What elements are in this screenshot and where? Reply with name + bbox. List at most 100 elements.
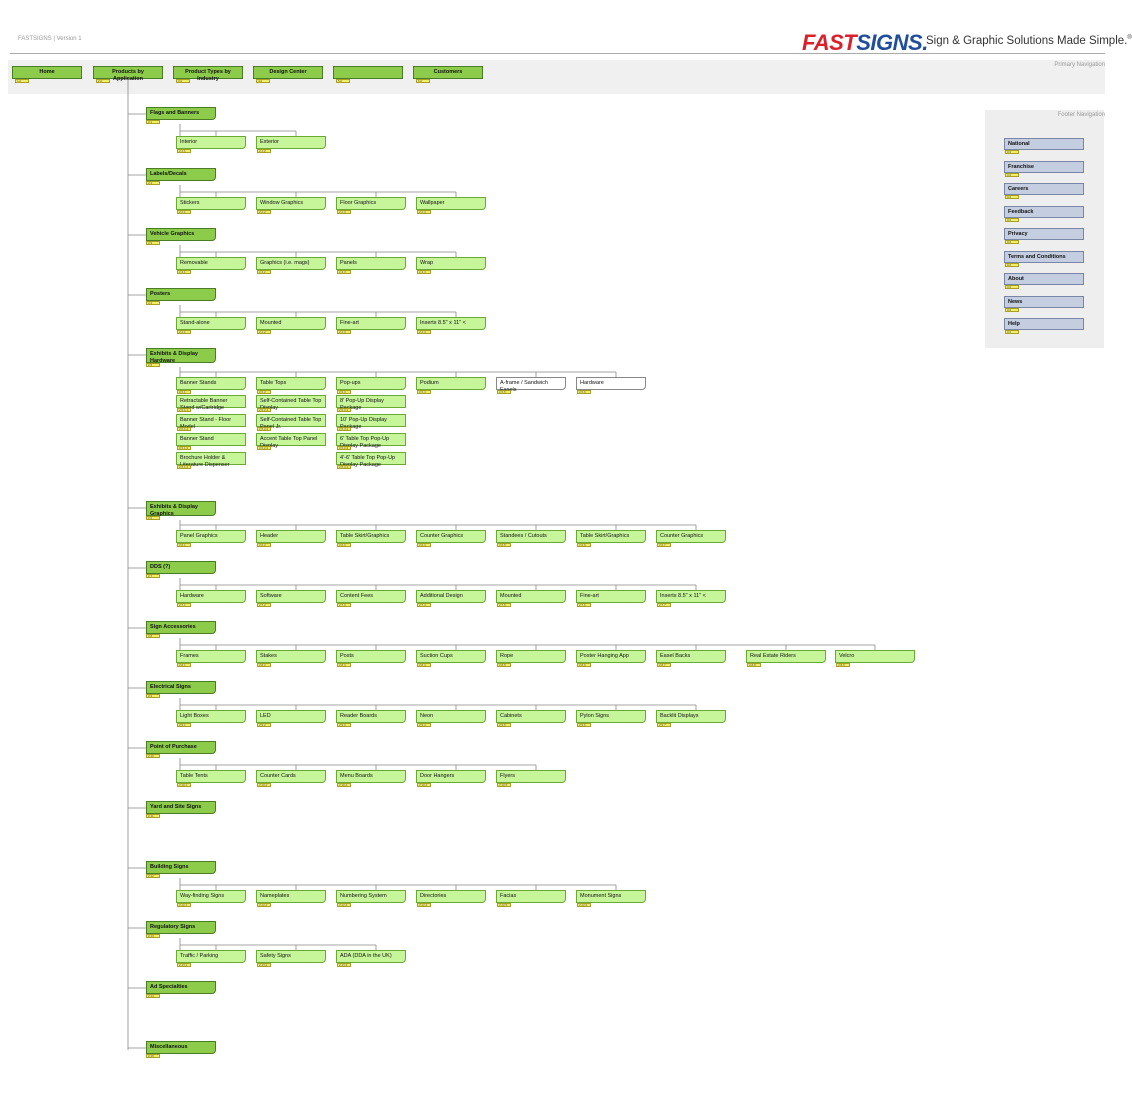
- child-item-box[interactable]: Suction Cups: [416, 650, 486, 663]
- child-item-box[interactable]: Numbering System: [336, 890, 406, 903]
- section-box[interactable]: Miscellaneous: [146, 1041, 216, 1054]
- child-item-box[interactable]: Content Fees: [336, 590, 406, 603]
- child-item-box[interactable]: Window Graphics: [256, 197, 326, 210]
- child-item-box[interactable]: Fine-art: [336, 317, 406, 330]
- child-item-box[interactable]: Stand-alone: [176, 317, 246, 330]
- section-box[interactable]: Point of Purchase: [146, 741, 216, 754]
- section-box[interactable]: Yard and Site Signs: [146, 801, 216, 814]
- primary-nav-item[interactable]: Design Center: [253, 66, 323, 79]
- child-item-box[interactable]: Counter Graphics: [656, 530, 726, 543]
- child-item-box[interactable]: Table Skirt/Graphics: [576, 530, 646, 543]
- child-item-box[interactable]: Way-finding Signs: [176, 890, 246, 903]
- child-item-box[interactable]: Safety Signs: [256, 950, 326, 963]
- child-item-box[interactable]: Interior: [176, 136, 246, 149]
- child-item-box[interactable]: Menu Boards: [336, 770, 406, 783]
- sub-item-box[interactable]: Retractable Banner Stand w/Cartridge: [176, 395, 246, 411]
- sub-item-box[interactable]: 8' Pop-Up Display Package: [336, 395, 406, 411]
- child-item-box[interactable]: Panel Graphics: [176, 530, 246, 543]
- child-item-box[interactable]: Stakes: [256, 650, 326, 663]
- child-item-box[interactable]: Table Tents: [176, 770, 246, 783]
- child-item-box[interactable]: Banner Stands: [176, 377, 246, 390]
- child-item-box[interactable]: Table Skirt/Graphics: [336, 530, 406, 543]
- section-box[interactable]: Regulatory Signs: [146, 921, 216, 934]
- child-item-box[interactable]: Removable: [176, 257, 246, 270]
- child-item-box[interactable]: Inserts 8.5" x 11" <: [416, 317, 486, 330]
- section-box[interactable]: Electrical Signs: [146, 681, 216, 694]
- primary-nav-item[interactable]: Product Types by Industry: [173, 66, 243, 82]
- child-item-box[interactable]: Pylon Signs: [576, 710, 646, 723]
- sub-item-box[interactable]: Brochure Holder & Literature Dispenser: [176, 452, 246, 468]
- child-item-box[interactable]: Poster Hanging App: [576, 650, 646, 663]
- footer-nav-item[interactable]: Terms and Conditions: [1004, 250, 1084, 263]
- section-box[interactable]: Vehicle Graphics: [146, 228, 216, 241]
- child-item-box[interactable]: Frames: [176, 650, 246, 663]
- footer-nav-item[interactable]: Help: [1004, 318, 1084, 330]
- child-item-box[interactable]: Software: [256, 590, 326, 603]
- footer-nav-item[interactable]: Franchise: [1004, 160, 1084, 173]
- child-item-box[interactable]: Real Estate Riders: [746, 650, 826, 663]
- primary-nav-item[interactable]: Products by Application: [93, 66, 163, 82]
- sub-item-box[interactable]: 6' Table Top Pop-Up Display Package: [336, 433, 406, 449]
- sub-item-box[interactable]: Self-Contained Table Top Display: [256, 395, 326, 411]
- section-box[interactable]: DDS (?): [146, 561, 216, 574]
- child-item-box[interactable]: Floor Graphics: [336, 197, 406, 210]
- child-item-box[interactable]: Flyers: [496, 770, 566, 783]
- footer-nav-item[interactable]: Privacy: [1004, 228, 1084, 240]
- child-item-box[interactable]: Additional Design: [416, 590, 486, 603]
- primary-nav-item[interactable]: [333, 66, 403, 79]
- child-item-box[interactable]: Traffic / Parking: [176, 950, 246, 963]
- footer-nav-item[interactable]: News: [1004, 295, 1084, 308]
- child-item-box[interactable]: Podium: [416, 377, 486, 390]
- sub-item-box[interactable]: Accent Table Top Panel Display: [256, 433, 326, 449]
- sub-item-box[interactable]: Self-Contained Table Top Panel Jr.: [256, 414, 326, 430]
- footer-nav-item[interactable]: About: [1004, 273, 1084, 285]
- child-item-box[interactable]: Counter Cards: [256, 770, 326, 783]
- child-item-box[interactable]: Fine-art: [576, 590, 646, 603]
- footer-nav-item[interactable]: Careers: [1004, 183, 1084, 195]
- child-item-box[interactable]: Inserts 8.5" x 11" <: [656, 590, 726, 603]
- child-item-box[interactable]: Cabinets: [496, 710, 566, 723]
- child-item-box[interactable]: Header: [256, 530, 326, 543]
- child-item-box[interactable]: Wrap: [416, 257, 486, 270]
- child-item-box[interactable]: Reader Boards: [336, 710, 406, 723]
- child-item-box[interactable]: Table Tops: [256, 377, 326, 390]
- child-item-box[interactable]: Nameplates: [256, 890, 326, 903]
- child-item-box[interactable]: Mounted: [256, 317, 326, 330]
- child-item-box[interactable]: Monument Signs: [576, 890, 646, 903]
- section-box[interactable]: Sign Accessories: [146, 621, 216, 634]
- child-item-box[interactable]: Door Hangers: [416, 770, 486, 783]
- primary-nav-item[interactable]: Customers: [413, 66, 483, 79]
- child-item-box[interactable]: Velcro: [835, 650, 915, 663]
- child-item-box[interactable]: Hardware: [176, 590, 246, 603]
- child-item-box[interactable]: LED: [256, 710, 326, 723]
- footer-nav-item[interactable]: National: [1004, 138, 1084, 150]
- child-item-box[interactable]: Rope: [496, 650, 566, 663]
- child-item-box[interactable]: ADA (DDA in the UK): [336, 950, 406, 963]
- child-item-box[interactable]: Mounted: [496, 590, 566, 603]
- section-box[interactable]: Building Signs: [146, 861, 216, 874]
- child-item-box[interactable]: Wallpaper: [416, 197, 486, 210]
- child-item-box[interactable]: Directories: [416, 890, 486, 903]
- primary-nav-item[interactable]: Home: [12, 66, 82, 79]
- section-box[interactable]: Exhibits & Display Graphics: [146, 501, 216, 517]
- section-box[interactable]: Exhibits & Display Hardware: [146, 348, 216, 364]
- sub-item-box[interactable]: Banner Stand: [176, 433, 246, 446]
- child-item-box[interactable]: Standees / Cutouts: [496, 530, 566, 543]
- child-item-box[interactable]: Stickers: [176, 197, 246, 210]
- child-item-box[interactable]: Facias: [496, 890, 566, 903]
- child-item-box[interactable]: Panels: [336, 257, 406, 270]
- child-item-box[interactable]: Posts: [336, 650, 406, 663]
- sub-item-box[interactable]: 4'-6' Table Top Pop-Up Display Package: [336, 452, 406, 468]
- child-item-box[interactable]: A-frame / Sandwich Easels: [496, 377, 566, 393]
- child-item-box[interactable]: Pop-ups: [336, 377, 406, 390]
- footer-nav-item[interactable]: Feedback: [1004, 205, 1084, 218]
- child-item-box[interactable]: Graphics (i.e. mags): [256, 257, 326, 270]
- sub-item-box[interactable]: 10' Pop-Up Display Package: [336, 414, 406, 430]
- section-box[interactable]: Flags and Banners: [146, 107, 216, 120]
- child-item-box[interactable]: Counter Graphics: [416, 530, 486, 543]
- section-box[interactable]: Labels/Decals: [146, 168, 216, 181]
- child-item-box[interactable]: Light Boxes: [176, 710, 246, 723]
- section-box[interactable]: Posters: [146, 288, 216, 301]
- child-item-box[interactable]: Neon: [416, 710, 486, 723]
- child-item-box[interactable]: Backlit Displays: [656, 710, 726, 723]
